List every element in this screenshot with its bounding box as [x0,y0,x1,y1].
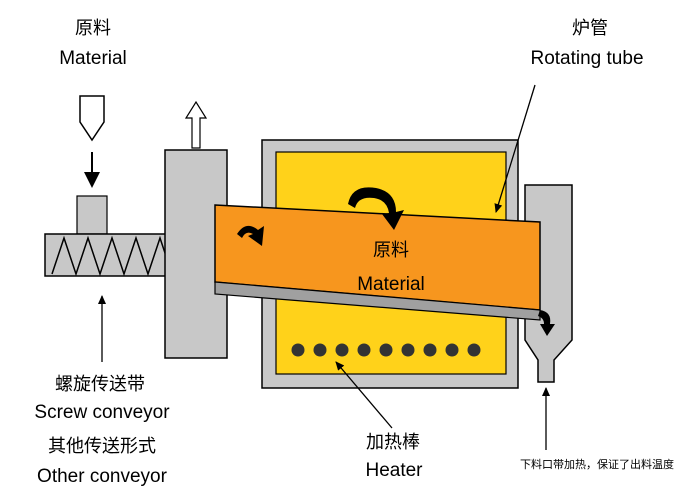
material-top-label-en: Material [59,48,127,69]
outlet-note: 下料口带加热，保证了出料温度 [520,459,674,471]
screw-label-zh: 螺旋传送带 [55,374,145,394]
heater-label-en: Heater [365,460,423,481]
material-top-label-zh: 原料 [75,18,111,38]
heater-label-zh: 加热棒 [366,432,420,452]
other-label-en: Other conveyor [37,466,167,487]
heater-rods [291,343,481,357]
feeder-box [76,195,108,235]
exit-curl-arrow-icon [538,310,555,336]
tube-bottom-strip [214,281,541,321]
other-label-zh: 其他传送形式 [48,436,156,456]
heater-leader-arrow [335,361,393,429]
screw-label-en: Screw conveyor [34,402,170,423]
entry-curl-arrow-icon [237,225,264,246]
tube-label-en: Rotating tube [530,48,644,69]
rotation-arrow-icon [348,187,404,230]
tube-label-zh: 炉管 [572,18,608,38]
material-mid-label-zh: 原料 [373,240,409,260]
exhaust-arrow-icon [184,100,208,149]
material-mid-label-en: Material [357,274,425,295]
tube-leader-arrow [494,84,536,213]
feed-arrow-icon [84,152,100,188]
feed-hopper [79,95,105,142]
